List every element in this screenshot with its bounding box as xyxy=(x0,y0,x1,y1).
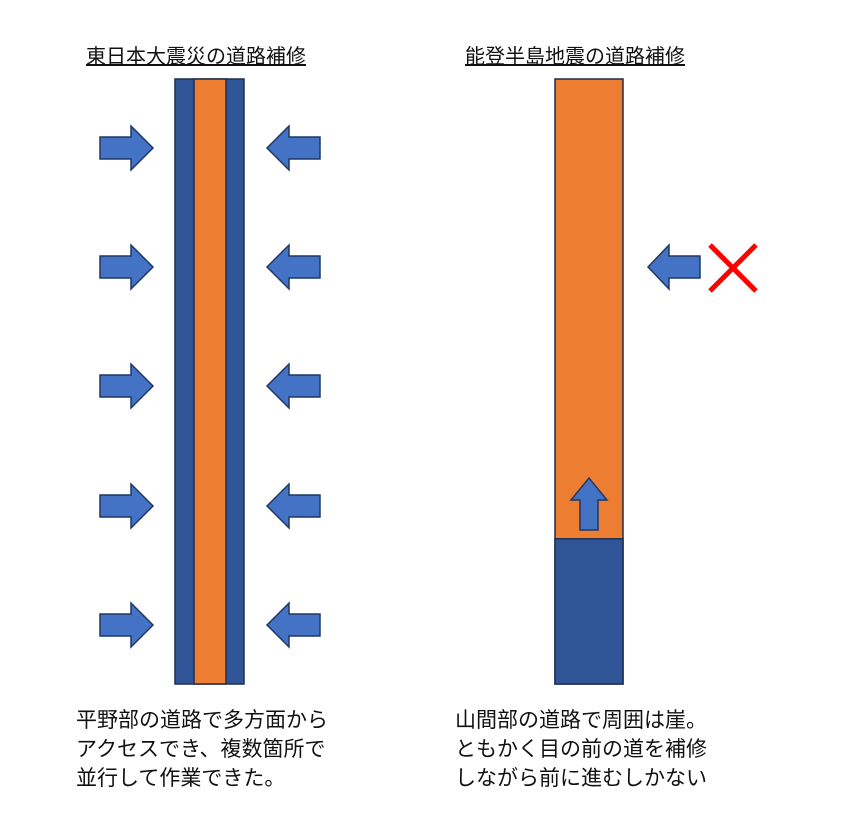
left-arrow-blocked-icon xyxy=(646,243,701,291)
right-description-line: しながら前に進むしかない xyxy=(455,766,707,790)
left-arrow-icon xyxy=(265,124,321,172)
left-road xyxy=(174,78,245,685)
right-description: 山間部の道路で周囲は崖。 ともかく目の前の道を補修 しながら前に進むしかない xyxy=(455,706,707,793)
right-description-line: ともかく目の前の道を補修 xyxy=(455,737,707,761)
left-road-repair-orange xyxy=(193,78,227,685)
up-arrow-icon xyxy=(569,476,609,531)
right-road xyxy=(554,78,624,685)
left-arrows xyxy=(99,124,321,649)
left-arrow-icon xyxy=(265,482,321,530)
left-title: 東日本大震災の道路補修 xyxy=(86,44,306,68)
right-description-line: 山間部の道路で周囲は崖。 xyxy=(455,708,707,732)
right-road-repaired-section xyxy=(554,538,624,685)
left-description-line: アクセスでき、複数箇所で xyxy=(76,737,326,761)
left-description-line: 並行して作業できた。 xyxy=(76,766,286,790)
left-description-line: 平野部の道路で多方面から xyxy=(76,708,328,732)
left-arrow-icon xyxy=(265,601,321,649)
left-arrow-icon xyxy=(265,243,321,291)
right-title: 能登半島地震の道路補修 xyxy=(465,44,685,68)
right-arrow-icon xyxy=(99,601,155,649)
right-arrow-icon xyxy=(99,243,155,291)
right-arrow-icon xyxy=(99,124,155,172)
cross-icon xyxy=(708,243,758,293)
left-arrow-icon xyxy=(265,362,321,410)
right-arrow-icon xyxy=(99,362,155,410)
right-arrow-icon xyxy=(99,482,155,530)
left-description: 平野部の道路で多方面から アクセスでき、複数箇所で 並行して作業できた。 xyxy=(76,706,328,793)
